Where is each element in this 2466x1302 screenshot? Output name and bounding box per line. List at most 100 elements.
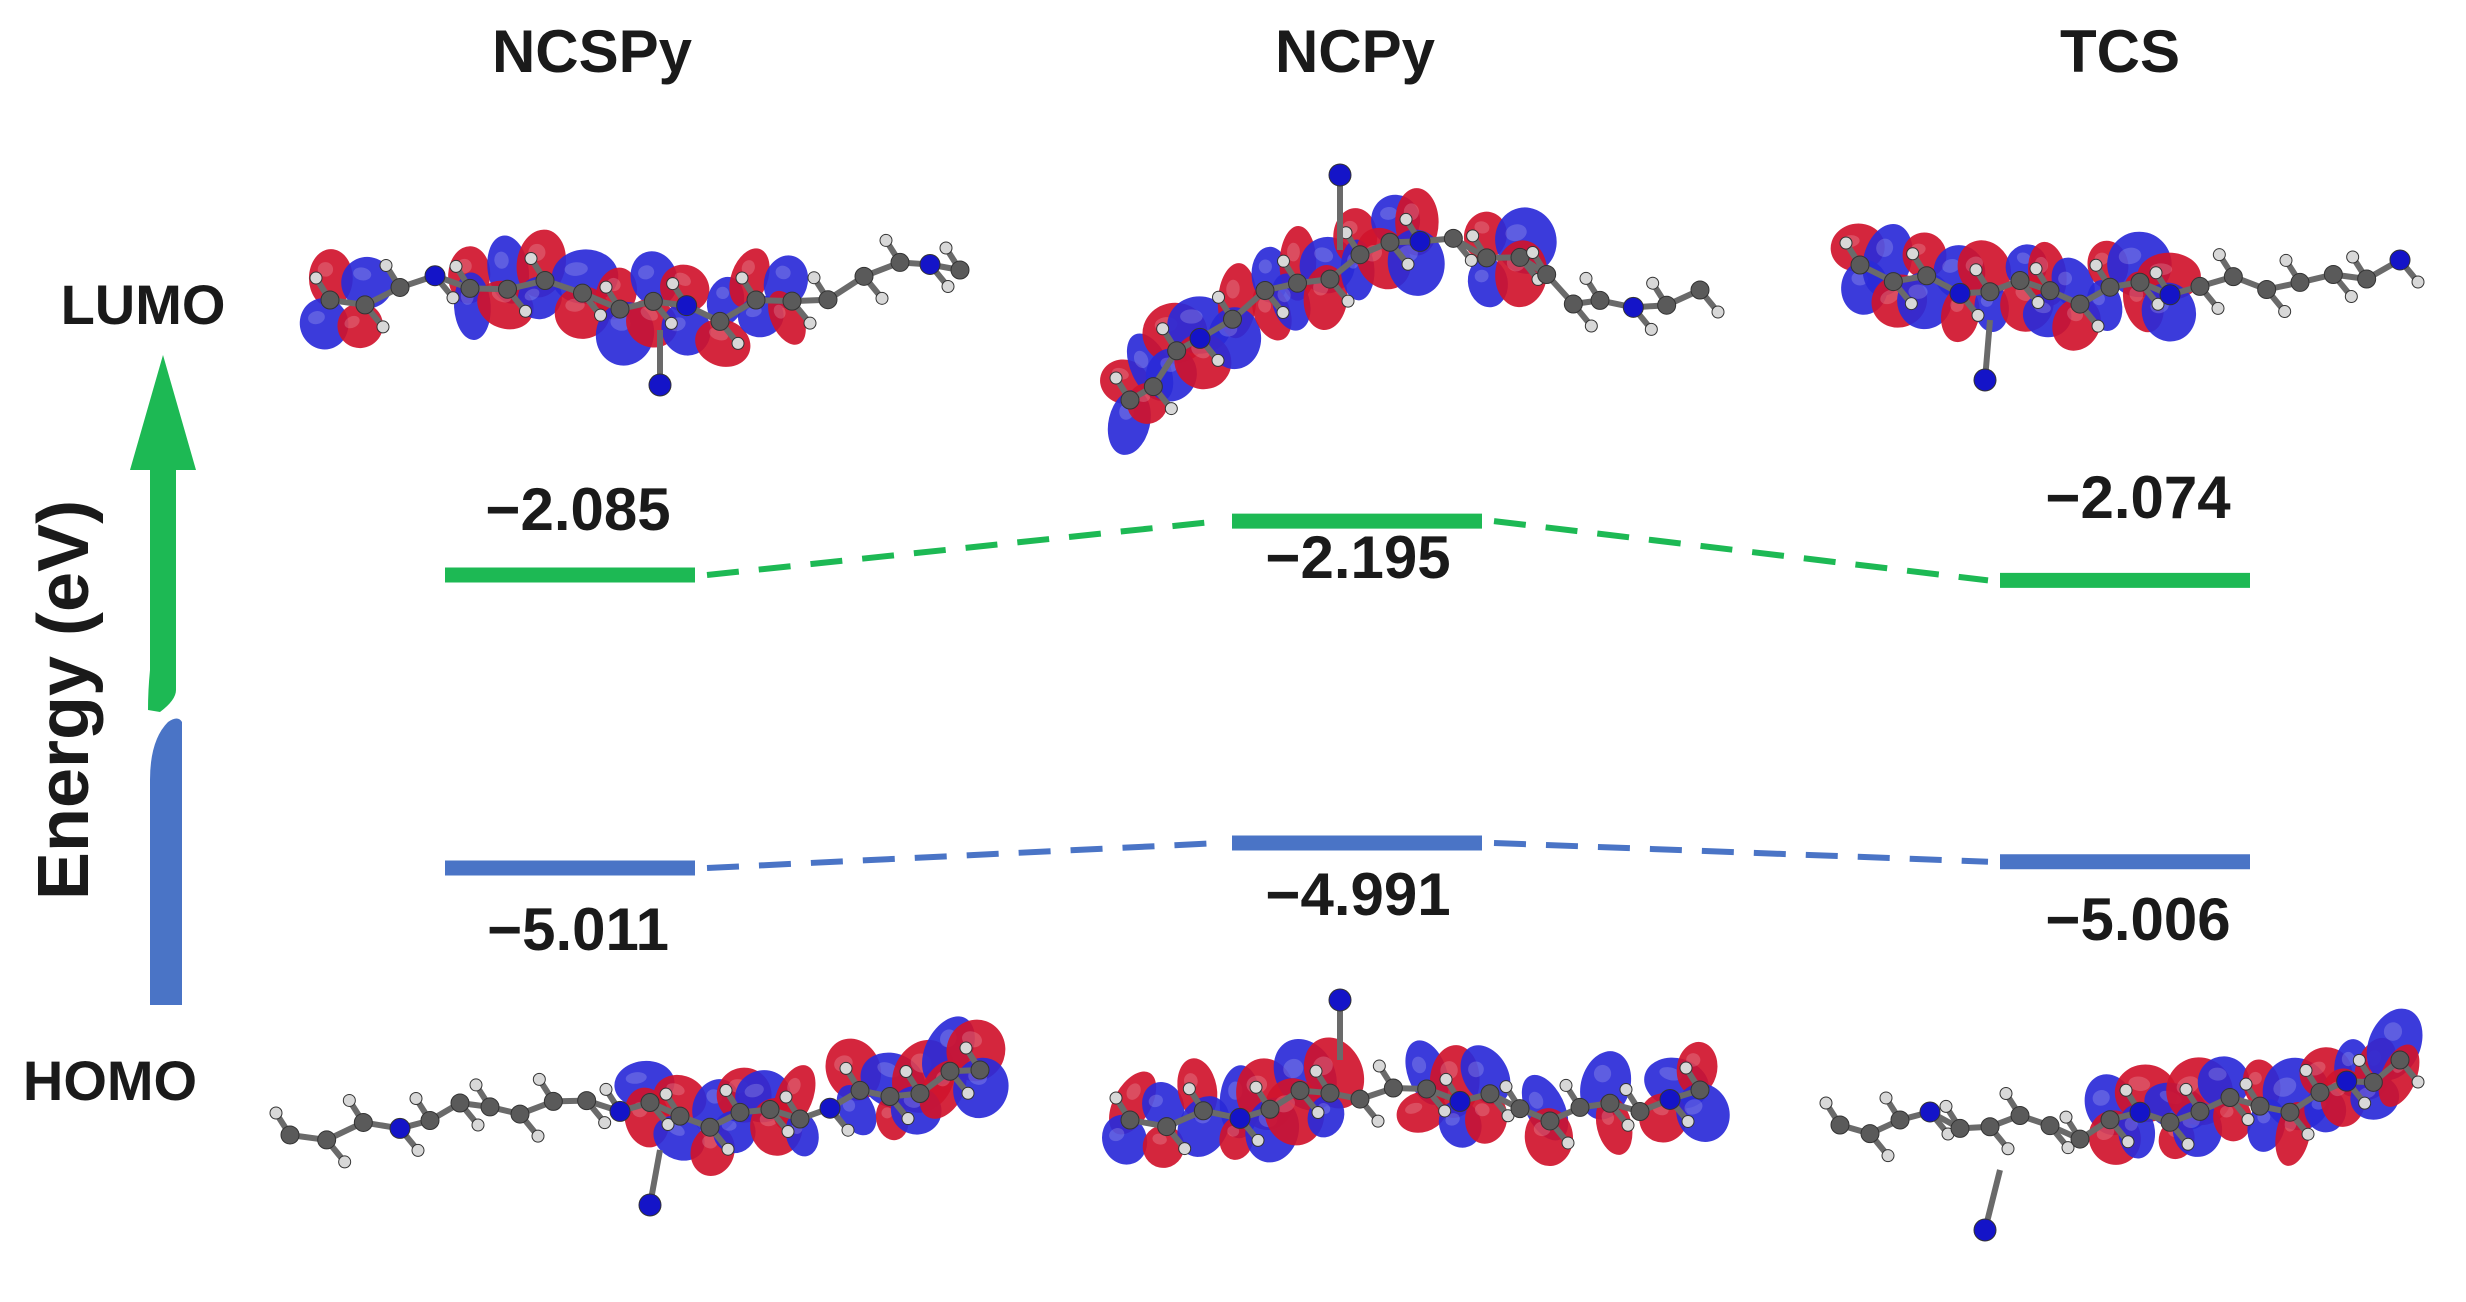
nitrogen-atom [676, 295, 698, 317]
hydrogen-atom [1561, 1136, 1575, 1150]
carbon-atom [460, 278, 480, 298]
nitrogen-atom [1659, 1088, 1681, 1110]
hydrogen-atom [1211, 353, 1225, 367]
hydrogen-atom [2411, 275, 2425, 289]
molecule-title-tcs: TCS [2060, 18, 2180, 85]
carbon-atom [1255, 280, 1275, 300]
homo-value-ncpy: −4.991 [1265, 861, 1450, 928]
hydrogen-atom [2151, 297, 2165, 311]
lobe-highlight [2208, 1067, 2227, 1081]
hydrogen-atom [2119, 1083, 2133, 1097]
lobe-highlight [625, 1072, 647, 1084]
hydrogen-atom [1109, 371, 1123, 385]
carbon-atom [2223, 267, 2243, 287]
lobe-highlight [524, 288, 540, 301]
hydrogen-atom [599, 280, 613, 294]
nitrogen-atom [1973, 1218, 1997, 1242]
carbon-atom [1917, 266, 1937, 286]
lobe-highlight [1474, 1103, 1490, 1117]
lobe-highlight [881, 1107, 893, 1119]
lobe-highlight [1445, 1113, 1460, 1126]
nitrogen-atom [1949, 282, 1971, 304]
carbon-atom [2070, 294, 2090, 314]
negative-lobe [1142, 1082, 1185, 1130]
hydrogen-atom [1839, 236, 1853, 250]
lobe-highlight [1942, 258, 1960, 273]
carbon-atom [2040, 1116, 2060, 1136]
hydrogen-atom [2001, 1142, 2015, 1156]
carbon-atom [1120, 390, 1140, 410]
hydrogen-atom [1499, 1080, 1513, 1094]
carbon-atom [850, 1080, 870, 1100]
lumo-row-label: LUMO [61, 273, 226, 336]
carbon-atom [1510, 247, 1530, 267]
lobe-highlight [1505, 224, 1527, 242]
carbon-atom [1380, 232, 1400, 252]
lobe-highlight [1880, 289, 1899, 305]
lobe-highlight [787, 1077, 801, 1095]
carbon-atom [970, 1060, 990, 1080]
hydrogen-atom [1371, 1114, 1385, 1128]
hydrogen-atom [342, 1093, 356, 1107]
carbon-atom [910, 1084, 930, 1104]
carbon-atom [1443, 228, 1463, 248]
carbon-atom [1600, 1093, 1620, 1113]
carbon-atom [450, 1093, 470, 1113]
hydrogen-atom [1681, 1114, 1695, 1128]
hydrogen-atom [532, 1072, 546, 1086]
negative-lobe [1387, 229, 1445, 296]
lumo-value-ncspy: −2.085 [485, 476, 670, 543]
hydrogen-atom [2301, 1127, 2315, 1141]
carbon-atom [1860, 1124, 1880, 1144]
hydrogen-atom [1879, 1091, 1893, 1105]
carbon-atom [1193, 1101, 1213, 1121]
hydrogen-atom [1464, 253, 1478, 267]
lumo-orbital-ncpy [1100, 163, 1725, 455]
carbon-atom [2190, 276, 2210, 296]
carbon-atom [2070, 1129, 2090, 1149]
hydrogen-atom [1341, 294, 1355, 308]
hydrogen-atom [901, 1112, 915, 1126]
lobe-highlight [773, 304, 786, 319]
lobe-highlight [1258, 298, 1272, 313]
carbon-atom [1350, 245, 1370, 265]
hydrogen-atom [1466, 229, 1480, 243]
carbon-atom [700, 1117, 720, 1137]
hydrogen-atom [2121, 1135, 2135, 1149]
lumo-value-tcs: −2.074 [2045, 464, 2231, 531]
hydrogen-atom [661, 1118, 675, 1132]
nitrogen-atom [2389, 249, 2411, 271]
hydrogen-atom [781, 1124, 795, 1138]
carbon-atom [1630, 1101, 1650, 1121]
carbon-atom [2100, 1110, 2120, 1130]
hydrogen-atom [2411, 1075, 2425, 1089]
hydrogen-atom [807, 271, 821, 285]
hydrogen-atom [1212, 290, 1225, 304]
hydrogen-atom [409, 1092, 423, 1106]
hydrogen-atom [2059, 1110, 2073, 1124]
carbon-atom [2280, 1102, 2300, 1122]
homo-value-tcs: −5.006 [2045, 886, 2230, 953]
lobe-highlight [1908, 284, 1928, 299]
hydrogen-atom [735, 271, 749, 285]
carbon-atom [2160, 1112, 2180, 1132]
hydrogen-atom [1182, 1082, 1196, 1096]
carbon-atom [1477, 248, 1497, 268]
hydrogen-atom [1156, 322, 1170, 336]
lobe-highlight [1152, 1133, 1167, 1145]
nitrogen-atom [609, 1100, 631, 1122]
hydrogen-atom [939, 241, 953, 255]
lobe-highlight [1258, 259, 1272, 274]
hydrogen-atom [411, 1143, 425, 1157]
hydrogen-atom [2241, 1113, 2255, 1127]
lobe-highlight [1287, 242, 1300, 262]
molecule-title-ncspy: NCSPy [492, 18, 693, 85]
nitrogen-atom [389, 1117, 411, 1139]
nitrogen-atom [1622, 296, 1644, 318]
carbon-atom [670, 1106, 690, 1126]
hydrogen-atom [469, 1078, 483, 1092]
hydrogen-atom [2061, 1141, 2075, 1155]
carbon-atom [2010, 270, 2030, 290]
carbon-atom [2290, 272, 2310, 292]
